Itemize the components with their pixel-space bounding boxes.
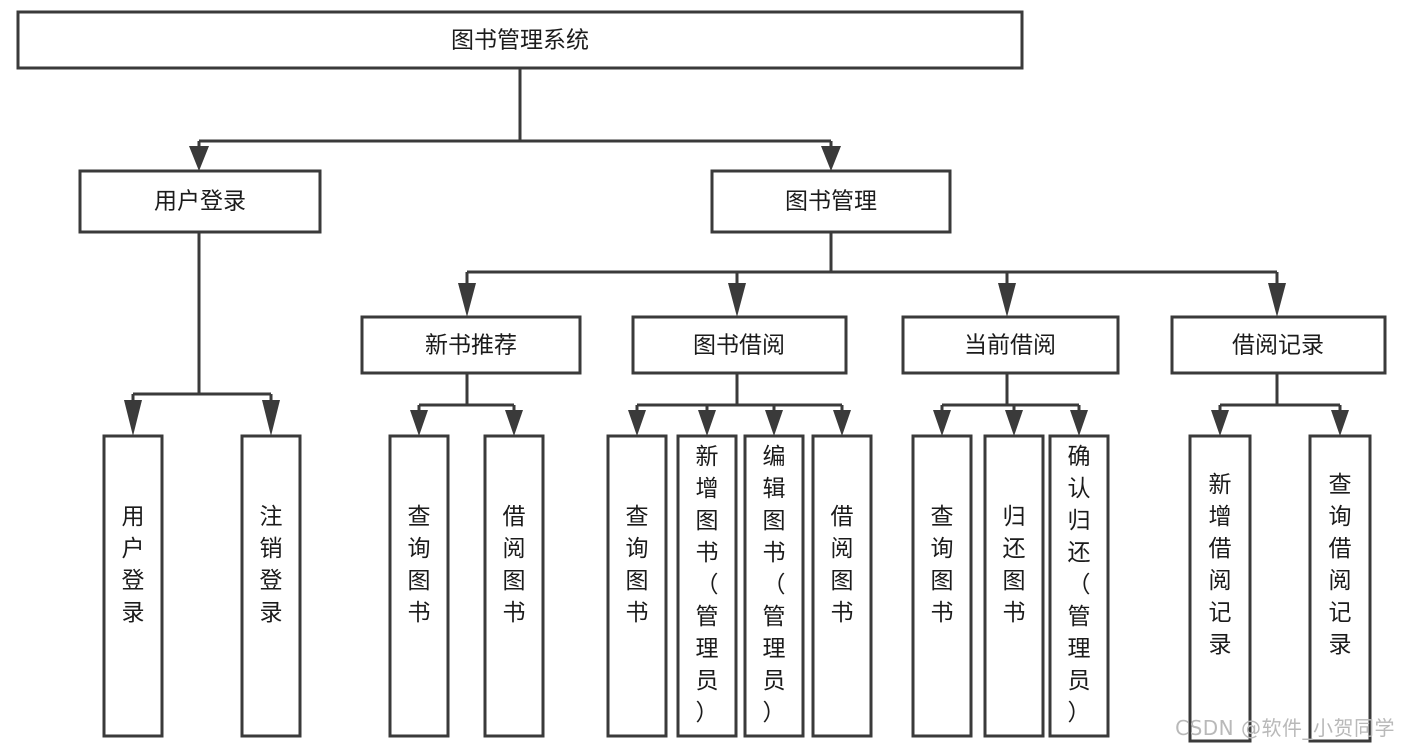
leaf-node-query-book-current-box[interactable] [911,434,973,738]
leaf-node-confirm-return[interactable]: 确认归还（管理员） [1048,434,1110,738]
arrow-head-leaf-user-logout [262,400,280,436]
arrow-head-leaf-return-book [1005,410,1023,436]
leaf-node-borrow-book-box[interactable] [811,434,873,738]
node-user-login[interactable]: 用户登录 [78,169,322,234]
leaf-node-query-record-label: 查询借阅记录 [1329,472,1352,658]
leaf-node-add-record-label: 新增借阅记录 [1209,472,1232,658]
node-root-label: 图书管理系统 [451,28,589,54]
arrow-head-new-book-rec [458,283,476,317]
leaf-node-add-record-box[interactable] [1188,434,1252,743]
leaf-node-return-book-box[interactable] [983,434,1045,738]
leaf-node-return-book[interactable]: 归还图书 [983,434,1045,738]
leaf-node-add-book-label: 新增图书（管理员） [696,444,719,726]
leaf-node-query-book-rec-label: 查询图书 [408,504,431,626]
node-current-borrow[interactable]: 当前借阅 [901,315,1120,375]
leaf-node-confirm-return-label: 确认归还（管理员） [1068,444,1091,726]
arrow-head-leaf-query-record [1331,410,1349,436]
arrow-head-leaf-confirm-return [1070,410,1088,436]
leaf-node-return-book-label: 归还图书 [1003,504,1026,626]
node-borrow-record-label: 借阅记录 [1232,333,1324,359]
leaf-node-borrow-book-rec[interactable]: 借阅图书 [483,434,545,738]
leaf-node-query-book-borrow[interactable]: 查询图书 [606,434,668,738]
node-user-login-label: 用户登录 [154,189,246,215]
arrow-head-leaf-borrow-book [833,410,851,436]
leaf-node-borrow-book-label: 借阅图书 [831,504,854,626]
arrow-head-leaf-add-book [698,410,716,436]
leaf-node-user-login-label: 用户登录 [122,504,145,626]
leaf-node-user-login[interactable]: 用户登录 [102,434,164,738]
arrow-head-leaf-user-login [124,400,142,436]
node-root-box[interactable] [16,10,1024,70]
leaf-node-borrow-book-rec-label: 借阅图书 [503,504,526,626]
node-new-book-rec-box[interactable] [360,315,582,375]
arrow-head-borrow-record [1268,283,1286,317]
node-current-borrow-label: 当前借阅 [964,333,1056,359]
leaf-node-query-book-borrow-label: 查询图书 [626,504,649,626]
leaf-node-query-record-box[interactable] [1308,434,1372,743]
leaf-node-user-logout-box[interactable] [240,434,302,738]
node-new-book-rec[interactable]: 新书推荐 [360,315,582,375]
leaf-node-user-logout-label: 注销登录 [260,504,283,626]
arrow-head-book-manage [821,146,841,171]
leaf-node-query-book-rec-box[interactable] [388,434,450,738]
arrow-head-book-borrow [728,283,746,317]
leaf-node-borrow-book-rec-box[interactable] [483,434,545,738]
leaf-node-borrow-book[interactable]: 借阅图书 [811,434,873,738]
leaf-node-query-book-current[interactable]: 查询图书 [911,434,973,738]
arrow-head-current-borrow [998,283,1016,317]
leaf-node-query-book-rec[interactable]: 查询图书 [388,434,450,738]
arrow-head-leaf-query-book-rec [410,410,428,436]
arrow-head-leaf-add-record [1211,410,1229,436]
leaf-node-edit-book[interactable]: 编辑图书（管理员） [743,434,805,738]
arrow-head-user-login [189,146,209,171]
node-book-borrow-label: 图书借阅 [693,333,785,359]
leaf-node-confirm-return-box[interactable] [1048,434,1110,738]
node-root[interactable]: 图书管理系统 [16,10,1024,70]
leaf-node-edit-book-box[interactable] [743,434,805,738]
leaf-node-edit-book-label: 编辑图书（管理员） [763,444,786,726]
node-book-manage-box[interactable] [710,169,952,234]
node-borrow-record[interactable]: 借阅记录 [1170,315,1387,375]
node-borrow-record-box[interactable] [1170,315,1387,375]
node-new-book-rec-label: 新书推荐 [425,333,517,359]
arrow-head-leaf-edit-book [765,410,783,436]
leaf-nodes-layer: 用户登录 注销登录 查询图书 借阅图书 查询图书 新增图书（管理员） [102,434,1372,743]
connector-layer [124,68,1349,436]
node-book-borrow-box[interactable] [631,315,848,375]
arrow-head-leaf-query-book-current [933,410,951,436]
leaf-node-add-record[interactable]: 新增借阅记录 [1188,434,1252,743]
leaf-node-user-login-box[interactable] [102,434,164,738]
leaf-node-user-logout[interactable]: 注销登录 [240,434,302,738]
leaf-node-query-book-current-label: 查询图书 [931,504,954,626]
leaf-node-add-book[interactable]: 新增图书（管理员） [676,434,738,738]
node-book-manage-label: 图书管理 [785,189,877,215]
node-user-login-box[interactable] [78,169,322,234]
arrow-head-leaf-borrow-book-rec [505,410,523,436]
leaf-node-query-book-borrow-box[interactable] [606,434,668,738]
arrow-head-leaf-query-book-borrow [628,410,646,436]
node-book-borrow[interactable]: 图书借阅 [631,315,848,375]
leaf-node-query-record[interactable]: 查询借阅记录 [1308,434,1372,743]
node-current-borrow-box[interactable] [901,315,1120,375]
node-book-manage[interactable]: 图书管理 [710,169,952,234]
leaf-node-add-book-box[interactable] [676,434,738,738]
